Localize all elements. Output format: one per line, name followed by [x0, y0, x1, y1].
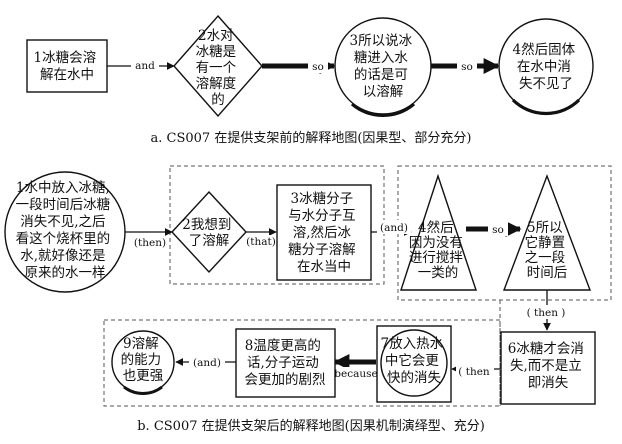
caption-b: b. CS007 在提供支架后的解释地图(因果机制演绎型、充分): [137, 418, 485, 434]
node-text: 1冰糖会溶 解在水中: [34, 50, 101, 83]
edge-label: ( then ): [527, 307, 566, 319]
edge-label: so: [492, 224, 504, 236]
edge-label: (and): [193, 357, 221, 369]
node-b4: 4然后 因为没有 进行搅拌 一类的: [400, 173, 477, 291]
edge-label: (because): [330, 368, 382, 380]
node-b7: 7放入热水 中它会更 快的消失: [376, 325, 452, 403]
edge-label: so: [312, 61, 324, 73]
node-a1: 1冰糖会溶 解在水中: [26, 39, 108, 93]
node-a4: 4然后固体 在水中消 失不见了: [498, 18, 594, 116]
node-a2: 2水对 冰糖是 有一个 溶解度 的: [173, 14, 263, 118]
node-b8: 8温度更高的 话,分子运动 会更加的剧烈: [235, 328, 336, 398]
group-box-bottom: [103, 319, 501, 407]
edge-b1-b2: (then): [124, 228, 173, 249]
node-b9: 9溶解 的能力 也更强: [111, 330, 175, 395]
edge-b4-b5: so: [466, 220, 522, 238]
node-text: 6冰糖才会消 失,而不是立 即消失: [508, 341, 588, 391]
edge-b8-b9: (and): [175, 355, 236, 369]
edge-b2-b3: (that): [244, 228, 278, 248]
edge-a1-a2: and: [107, 58, 175, 72]
node-text: 4然后固体 在水中消 失不见了: [513, 41, 580, 92]
node-text: 4然后 因为没有 进行搅拌 一类的: [409, 219, 467, 281]
node-text: 2我想到 了溶解: [182, 217, 235, 249]
edge-label: and: [135, 60, 155, 72]
node-text: 3所以说冰 糖进入水 的话是可 以溶解: [350, 33, 417, 100]
edge-label: so: [461, 61, 473, 73]
node-b5: 5所以 它静置 之一段 时间后: [502, 174, 592, 291]
edge-a2-a3: so: [262, 57, 336, 75]
edge-b6-b7: ( then: [451, 364, 500, 378]
node-b2: 2我想到 了溶解: [171, 190, 247, 274]
node-text: 9溶解 的能力 也更强: [121, 336, 166, 384]
edge-b3-b4: (and): [371, 220, 412, 236]
node-text: 1水中放入冰糖, 一段时间后冰糖 消失不见,之后 看这个烧杯里的 水,就好像还是…: [16, 180, 115, 281]
node-text: 7放入热水 中它会更 快的消失: [381, 336, 448, 386]
edge-a3-a4: so: [430, 57, 500, 75]
edge-b8-b7: (because): [330, 353, 382, 380]
node-b1: 1水中放入冰糖, 一段时间后冰糖 消失不见,之后 看这个烧杯里的 水,就好像还是…: [4, 171, 126, 293]
node-text: 3冰糖分子 与水分子互 溶,然后冰 糖分子溶解 在水当中: [288, 191, 360, 275]
node-text: 2水对 冰糖是 有一个 溶解度 的: [196, 28, 241, 108]
node-b6: 6冰糖才会消 失,而不是立 即消失: [500, 331, 596, 405]
edge-label: (and): [380, 222, 408, 234]
edge-b5-b6: ( then ): [518, 290, 574, 331]
node-a3: 3所以说冰 糖进入水 的话是可 以溶解: [334, 17, 432, 117]
diagram-b: (then) (that) (and) so ( then ) ( then: [4, 165, 612, 434]
node-b3: 3冰糖分子 与水分子互 溶,然后冰 糖分子溶解 在水当中: [276, 184, 372, 281]
edge-label: (that): [246, 236, 276, 248]
diagram-a: and so so 1冰糖会溶 解在水中 2水对 冰糖是 有一个: [26, 14, 594, 146]
caption-a: a. CS007 在提供支架前的解释地图(因果型、部分充分): [151, 130, 472, 146]
edge-label: ( then: [458, 366, 490, 378]
node-text: 5所以 它静置 之一段 时间后: [525, 220, 570, 281]
edge-label: (then): [134, 237, 166, 249]
node-text: 8温度更高的 话,分子运动 会更加的剧烈: [245, 337, 326, 388]
